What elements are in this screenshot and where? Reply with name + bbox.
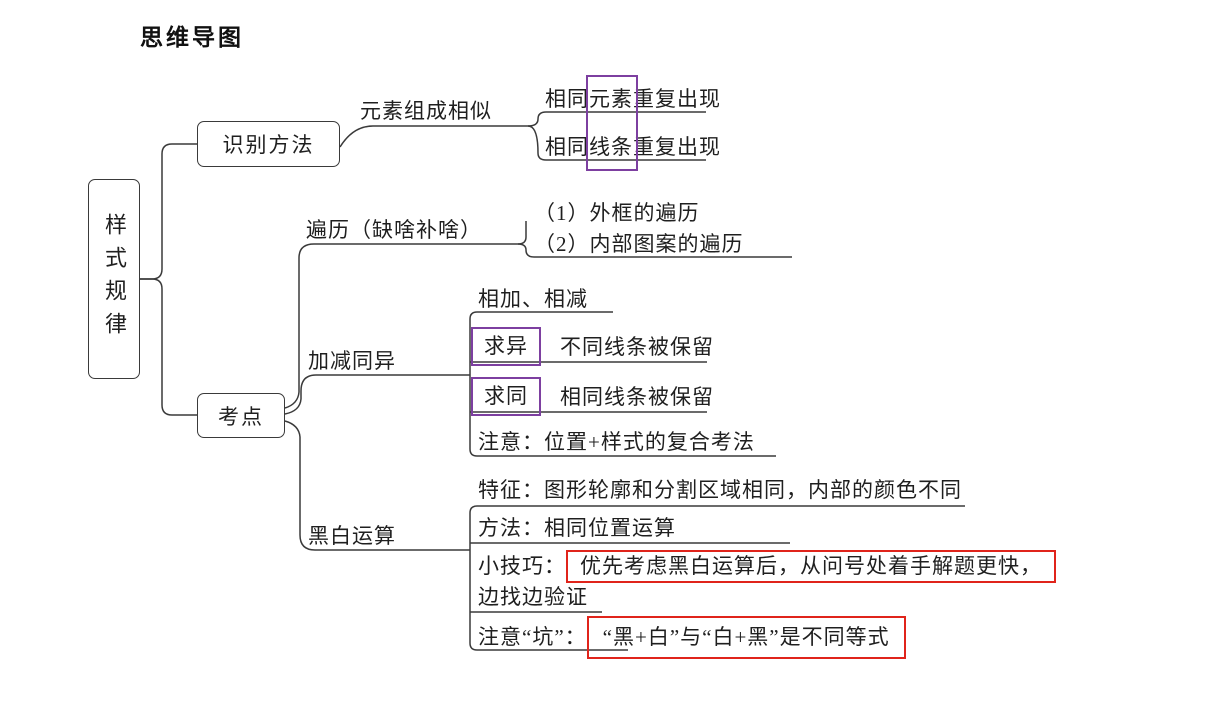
leaf-qiutong-desc: 相同线条被保留 (560, 385, 714, 409)
branch-addsub-samediff: 加减同异 (308, 349, 396, 373)
leaf-outer-frame-traversal: （1）外框的遍历 (534, 201, 700, 225)
connector-kaodian-to-addsub (284, 374, 470, 415)
leaf-same-lines-repeat: 相同线条重复出现 (545, 135, 721, 159)
connector-method-to-leaf1 (527, 111, 706, 127)
root-node: 样式规律 (88, 179, 140, 379)
recognition-method-label: 识别方法 (222, 133, 315, 157)
leaf-qiuyi-desc: 不同线条被保留 (560, 335, 714, 359)
root-node-label: 样式规律 (102, 213, 127, 345)
highlight-box-trap: “黑+白”与“白+黑”是不同等式 (586, 616, 906, 659)
leaf-addsub-note: 注意：位置+样式的复合考法 (478, 430, 755, 454)
connector-blackwhite-top (469, 505, 965, 550)
connector-kaodian-to-traversal (284, 243, 518, 409)
connector-root-to-kaodian (140, 278, 197, 416)
connector-kaodian-to-blackwhite (284, 420, 470, 551)
leaf-blackwhite-tip-line2: 边找边验证 (478, 585, 588, 609)
connector-addsub-top (469, 311, 613, 375)
branch-element-composition: 元素组成相似 (360, 99, 492, 123)
node-recognition-method: 识别方法 (197, 121, 340, 167)
leaf-add-subtract: 相加、相减 (478, 287, 588, 311)
kaodian-label: 考点 (218, 404, 264, 429)
connector-recognition-to-method (339, 125, 528, 148)
leaf-blackwhite-tip: 小技巧： 优先考虑黑白运算后，从问号处着手解题更快， (478, 550, 1056, 583)
connector-traversal-to-leaf2 (517, 243, 792, 258)
page-title: 思维导图 (140, 24, 244, 50)
leaf-inner-pattern-traversal: （2）内部图案的遍历 (534, 232, 744, 256)
trap-label: 注意“坑”： (478, 625, 587, 649)
connector-addsub-bottom (469, 375, 776, 457)
leaf-blackwhite-trap: 注意“坑”： “黑+白”与“白+黑”是不同等式 (478, 616, 906, 659)
branch-blackwhite: 黑白运算 (308, 524, 396, 548)
leaf-blackwhite-feature: 特征：图形轮廓和分割区域相同，内部的颜色不同 (478, 478, 962, 502)
highlight-box-qiutong: 求同 (471, 377, 541, 416)
leaf-same-elements-repeat: 相同元素重复出现 (545, 87, 721, 111)
connector-blackwhite-bottom (469, 550, 628, 651)
connector-method-to-leaf2 (527, 125, 706, 161)
connector-traversal-to-leaf1 (517, 221, 527, 245)
highlight-box-qiuyi: 求异 (471, 327, 541, 366)
tip-label: 小技巧： (478, 554, 566, 578)
node-kaodian: 考点 (197, 393, 285, 438)
connector-root-to-recognition (140, 143, 197, 280)
highlight-box-tip: 优先考虑黑白运算后，从问号处着手解题更快， (566, 550, 1056, 583)
branch-traversal: 遍历（缺啥补啥） (306, 218, 482, 242)
leaf-blackwhite-method: 方法：相同位置运算 (478, 516, 676, 540)
